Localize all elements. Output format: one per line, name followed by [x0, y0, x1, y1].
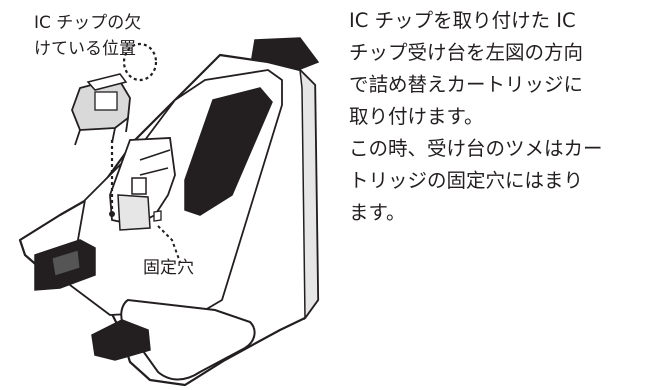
chip-notch-highlight [122, 42, 158, 82]
slot-edge-line [139, 149, 171, 161]
cartridge-illustration [18, 37, 320, 387]
ic-chip-holder [71, 73, 131, 146]
fixing-hole-label: 固定穴 [143, 258, 194, 278]
cartridge-dark-block [184, 87, 273, 216]
slot-edge-line [139, 167, 169, 176]
cartridge-foot-dark [91, 319, 151, 361]
chip-notch-label: IC チップの欠 けている位置 [34, 13, 142, 59]
chip-guide-dot [109, 211, 115, 217]
chip-holder-slot-shade [117, 194, 151, 231]
cartridge-side-shade [299, 67, 319, 321]
fixing-hole [153, 210, 162, 222]
instruction-text: IC チップを取り付けた IC チップ受け台を左図の方向 で詰め替えカートリッジ… [349, 9, 603, 224]
cartridge-foot [120, 298, 256, 381]
slot-inner-block [131, 177, 147, 195]
connector-inner [51, 249, 81, 277]
hole-leader-line [157, 225, 181, 263]
